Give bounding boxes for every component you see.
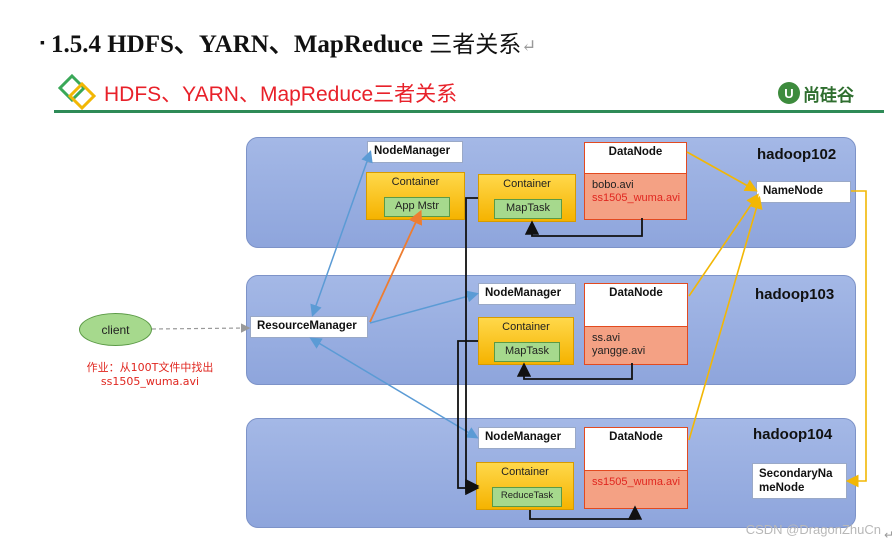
container-reducetask: Container ReduceTask — [476, 462, 574, 510]
datanode-hadoop102: DataNode bobo.avi ss1505_wuma.avi — [584, 142, 687, 220]
container-maptask-hadoop102: Container MapTask — [478, 174, 576, 222]
job-note: 作业：从100T文件中找出 ss1505_wuma.avi — [70, 361, 230, 389]
namenode: NameNode — [756, 181, 851, 203]
rm-nm102-arrow — [310, 150, 373, 317]
section-heading: ▪ 1.5.4 HDFS、YARN、MapReduce 三者关系↵ — [40, 24, 536, 60]
container-label: Container — [501, 466, 549, 478]
dn102-namenode-arrow — [686, 151, 758, 192]
client-node: client — [79, 313, 152, 346]
dn102-maptask-arrow — [524, 218, 643, 237]
dn103-namenode-arrow — [688, 193, 759, 297]
file-target: ss1505_wuma.avi — [592, 476, 681, 488]
reducetask-dn104-arrow — [529, 505, 643, 520]
bullet-marker: ▪ — [40, 36, 45, 51]
maptask103-reducetask-arrow — [457, 340, 480, 496]
reducetask: ReduceTask — [492, 487, 562, 507]
brand-logo-icon: U — [778, 82, 800, 104]
container-label: Container — [391, 176, 440, 188]
file-bobo: bobo.avi — [592, 179, 634, 191]
node-manager-hadoop102: NodeManager — [367, 141, 463, 163]
heading-title-cn: 三者关系 — [429, 32, 522, 58]
rm-nm103-arrow — [369, 290, 479, 324]
banner-rule — [54, 110, 884, 113]
dn103-maptask-arrow — [516, 362, 633, 380]
app-master-task: App Mstr — [384, 197, 450, 217]
container-label: Container — [503, 178, 551, 190]
job-note-line1: 作业：从100T文件中找出 — [86, 361, 214, 374]
secondary-namenode: SecondaryNameNode — [752, 463, 847, 499]
datanode-hadoop103: DataNode ss.avi yangge.avi — [584, 283, 688, 365]
heading-number: 1.5.4 — [50, 31, 101, 58]
datanode-hadoop104: DataNode ss1505_wuma.avi — [584, 427, 688, 509]
heading-title-en: HDFS、YARN、MapReduce — [107, 31, 423, 58]
node-manager-hadoop103: NodeManager — [478, 283, 576, 305]
maptask-hadoop103: MapTask — [494, 342, 560, 362]
rm-nm104-arrow — [309, 337, 479, 439]
brand-name: 尚硅谷 — [803, 85, 854, 106]
datanode-label: DataNode — [585, 428, 687, 471]
file-ss: ss.avi — [592, 332, 621, 344]
maptask-hadoop102: MapTask — [494, 199, 562, 219]
host-label-hadoop104: hadoop104 — [753, 426, 833, 443]
namenode-secondary-arrow — [845, 190, 867, 488]
resource-manager: ResourceManager — [250, 316, 368, 338]
host-label-hadoop102: hadoop102 — [757, 146, 837, 163]
trailing-return-mark: ↵ — [884, 528, 895, 542]
file-yangge: yangge.avi — [592, 345, 646, 357]
dn104-namenode-arrow — [688, 195, 763, 441]
return-mark: ↵ — [521, 36, 537, 56]
brand: U 尚硅谷 — [778, 80, 854, 106]
host-label-hadoop103: hadoop103 — [755, 286, 835, 303]
rm-appmaster-arrow — [369, 209, 423, 323]
job-note-line2: ss1505_wuma.avi — [100, 375, 200, 388]
datanode-label: DataNode — [585, 284, 687, 327]
container-label: Container — [502, 321, 550, 333]
banner-title: HDFS、YARN、MapReduce三者关系 — [104, 83, 458, 106]
maptask102-reducetask-arrow — [465, 197, 480, 494]
node-manager-hadoop104: NodeManager — [478, 427, 576, 449]
client-rm-arrow — [151, 323, 251, 333]
file-target: ss1505_wuma.avi — [592, 192, 681, 204]
datanode-label: DataNode — [585, 143, 686, 174]
diamond-logo-icon — [58, 74, 97, 110]
csdn-watermark: CSDN @DragonZhuCn — [745, 522, 881, 537]
